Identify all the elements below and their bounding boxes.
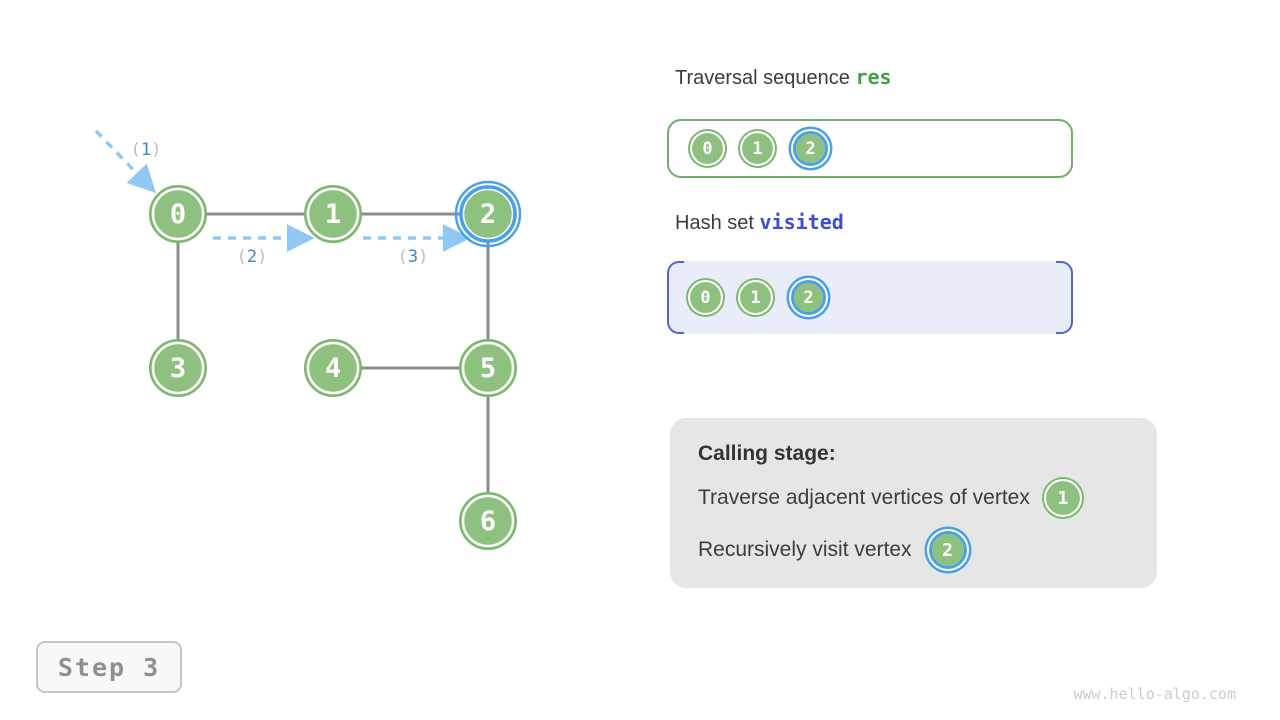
traversal-arrow-labels: (1) (2) (3)	[131, 140, 429, 267]
visited-node-1: 1	[738, 280, 773, 315]
graph-node-0: 0	[149, 185, 207, 243]
calling-stage-line-1-node: 1	[1043, 479, 1082, 517]
hash-set-title: Hash set visited	[675, 210, 844, 235]
watermark: www.hello-algo.com	[1073, 685, 1236, 703]
graph-node-6-label: 6	[480, 506, 496, 537]
arrow-label-2: (2)	[237, 247, 268, 267]
traversal-arrows	[94, 129, 471, 252]
graph-node-5: 5	[459, 339, 517, 397]
graph-node-4-label: 4	[325, 353, 341, 384]
graph-node-2-label: 2	[480, 199, 496, 230]
graph-node-5-label: 5	[480, 353, 496, 384]
hash-set-title-text: Hash set	[675, 212, 754, 234]
visited-code-label: visited	[759, 210, 844, 234]
traversal-sequence-box: 0 1 2	[667, 119, 1073, 178]
step-badge: Step 3	[36, 641, 182, 693]
graph-node-0-label: 0	[170, 199, 186, 230]
calling-stage-line-2: Recursively visit vertex 2	[698, 530, 1131, 570]
traversal-sequence-title: Traversal sequence res	[675, 65, 892, 90]
step-badge-label: Step 3	[57, 652, 161, 682]
calling-stage-line-2-node-highlighted: 2	[928, 531, 967, 569]
calling-stage-line-2-text: Recursively visit vertex	[698, 538, 912, 561]
traversal-sequence-title-text: Traversal sequence	[675, 67, 850, 89]
graph-node-2-highlighted: 2	[454, 180, 522, 248]
graph-node-3-label: 3	[170, 353, 186, 384]
calling-stage-line-1-text: Traverse adjacent vertices of vertex	[698, 486, 1030, 509]
traversal-arrow-1	[94, 129, 157, 194]
graph-node-3: 3	[149, 339, 207, 397]
graph-node-1: 1	[304, 185, 362, 243]
calling-stage-title: Calling stage:	[698, 442, 836, 465]
arrow-label-1: (1)	[131, 140, 162, 160]
res-node-2-highlighted: 2	[793, 131, 828, 166]
graph-node-4: 4	[304, 339, 362, 397]
hash-set-box: 0 1 2	[667, 261, 1073, 334]
graph-canvas: (1) (2) (3) 0 1 2 3 4 5 6	[94, 129, 522, 550]
graph-node-1-label: 1	[325, 199, 341, 230]
res-code-label: res	[855, 65, 892, 89]
calling-stage-box: Calling stage: Traverse adjacent vertice…	[670, 418, 1157, 588]
res-node-1: 1	[740, 131, 775, 166]
arrow-label-3: (3)	[398, 247, 429, 267]
res-node-0: 0	[690, 131, 725, 166]
graph-node-6: 6	[459, 492, 517, 550]
visited-node-0: 0	[688, 280, 723, 315]
visited-node-2-highlighted: 2	[791, 280, 826, 315]
calling-stage-line-1: Traverse adjacent vertices of vertex 1	[698, 478, 1131, 518]
